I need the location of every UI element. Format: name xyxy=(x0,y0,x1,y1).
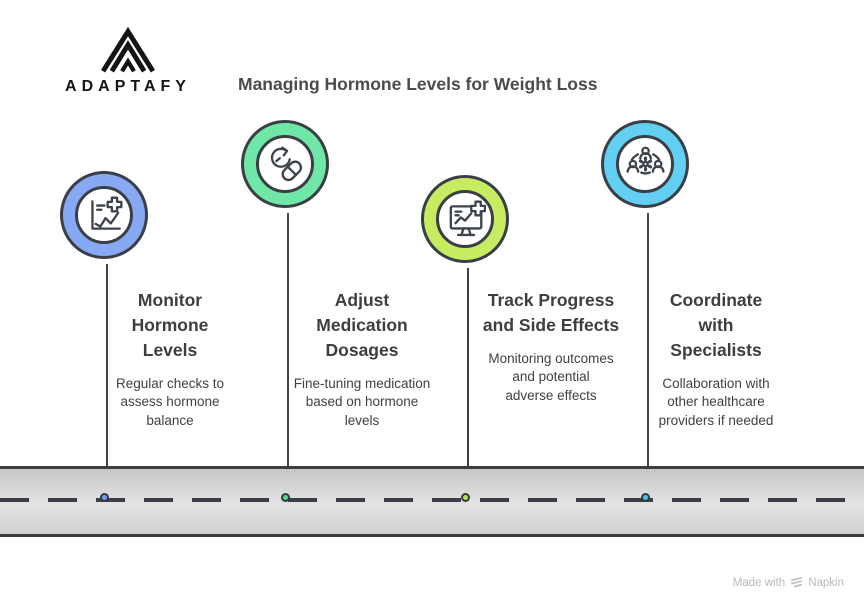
timeline-dashed-line xyxy=(0,498,864,502)
step-3-circle xyxy=(436,190,494,248)
monitor-chart-cross-icon xyxy=(449,200,486,237)
step-3-dot xyxy=(460,492,470,502)
watermark-brand: Napkin xyxy=(808,576,844,589)
step-3-connector-line xyxy=(466,268,470,502)
napkin-logo-icon xyxy=(791,577,803,588)
step-2-title: Adjust Medication Dosages xyxy=(316,290,408,360)
watermark-prefix: Made with xyxy=(732,576,786,589)
step-3-text: Track Progress and Side Effects Monitori… xyxy=(471,288,631,406)
step-1-connector-line xyxy=(105,264,109,502)
step-2-dot xyxy=(280,492,290,502)
brand-logo: ADAPTAFY xyxy=(55,26,201,96)
hormone-chart-cross-icon xyxy=(91,196,123,230)
step-2-circle xyxy=(256,135,314,193)
team-collaboration-icon xyxy=(626,146,665,175)
step-2-text: Adjust Medication Dosages Fine-tuning me… xyxy=(282,288,442,430)
mountain-peak-logo-icon xyxy=(100,26,156,73)
step-3-title: Track Progress and Side Effects xyxy=(482,290,620,335)
step-4-dot xyxy=(640,492,650,502)
step-1-dot xyxy=(99,492,109,502)
step-1-circle xyxy=(75,186,133,244)
step-3-ring xyxy=(421,175,509,263)
step-4-text: Coordinate with Specialists Collaboratio… xyxy=(636,288,796,430)
made-with-napkin-link[interactable]: Made with Napkin xyxy=(733,576,844,589)
step-4-circle xyxy=(616,135,674,193)
step-1-ring xyxy=(60,171,148,259)
step-4-ring xyxy=(601,120,689,208)
step-1-title: Monitor Hormone Levels xyxy=(131,290,209,360)
step-4-description: Collaboration with other healthcare prov… xyxy=(658,375,774,428)
step-2-connector-line xyxy=(286,213,290,502)
step-3-description: Monitoring outcomes and potential advers… xyxy=(488,350,614,403)
step-2-description: Fine-tuning medication based on hormone … xyxy=(293,375,431,428)
step-2-ring xyxy=(241,120,329,208)
cycle-pill-icon xyxy=(270,146,303,182)
step-4-connector-line xyxy=(646,213,650,502)
step-1-description: Regular checks to assess hormone balance xyxy=(115,375,225,428)
step-1-text: Monitor Hormone Levels Regular checks to… xyxy=(95,288,245,430)
step-4-title: Coordinate with Specialists xyxy=(669,290,763,360)
brand-name: ADAPTAFY xyxy=(65,78,191,95)
page-title: Managing Hormone Levels for Weight Loss xyxy=(238,74,598,94)
